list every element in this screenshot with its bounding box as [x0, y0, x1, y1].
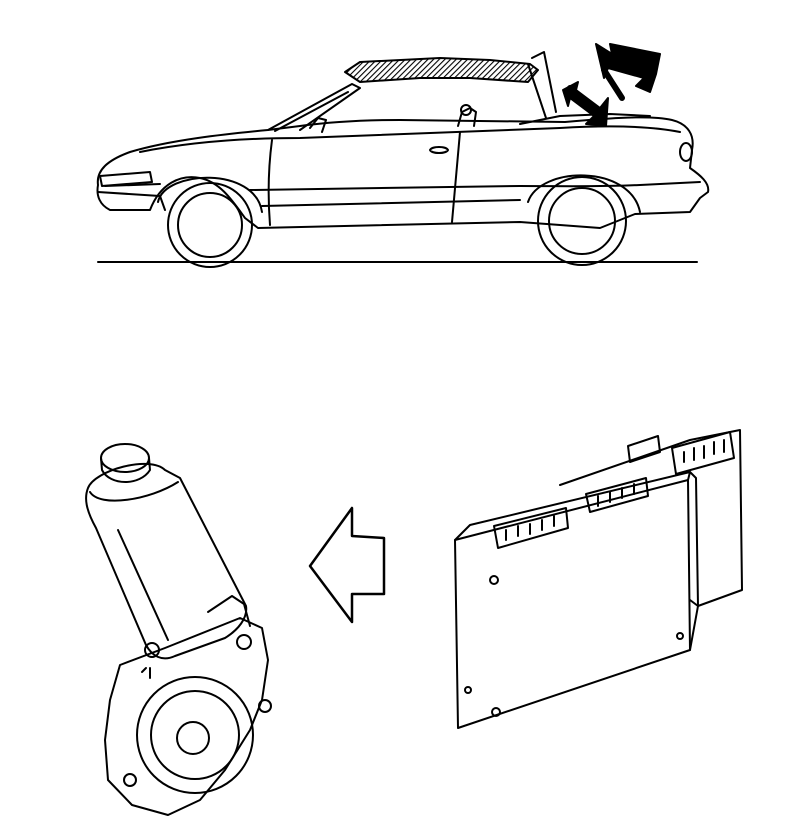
rear-connector [671, 431, 735, 475]
mounting-tab [627, 435, 661, 463]
rear-deck [519, 113, 651, 125]
double-arrow-icon [562, 43, 661, 127]
mount-hole-3 [258, 699, 272, 713]
arrow-stem-1 [601, 67, 625, 101]
motor-bracket [207, 595, 251, 627]
motor-housing-ridge [89, 481, 179, 502]
connector-1-pins [505, 515, 555, 541]
motor-housing [85, 462, 248, 660]
rocker-line [261, 199, 521, 207]
car-body [96, 116, 710, 229]
windshield [267, 83, 361, 131]
side-mirror [309, 117, 327, 133]
gear-housing [104, 617, 269, 816]
electric-motor [85, 443, 272, 816]
connector-2-pins [597, 483, 635, 507]
screw-2 [491, 707, 501, 717]
connector-2 [585, 477, 649, 513]
gear-flange-inner [150, 690, 240, 780]
control-module [454, 429, 743, 729]
left-outline-arrow-icon [308, 506, 386, 624]
front-wheel [167, 182, 253, 268]
connector-1 [493, 507, 569, 549]
motor-label [141, 667, 151, 679]
rear-connector-pins [683, 439, 725, 463]
taillight [679, 142, 693, 162]
module-front-face [454, 479, 691, 729]
motor-housing-edge [117, 529, 169, 641]
mount-hole-1 [144, 642, 160, 658]
mounting-plate [559, 429, 743, 607]
screw-1 [489, 575, 499, 585]
rear-wheel [537, 176, 627, 266]
beltline [139, 125, 681, 153]
convertible-car [96, 51, 710, 268]
module-side [689, 471, 699, 651]
module-top-face [454, 471, 691, 541]
mount-hole-4 [123, 773, 137, 787]
headlight [99, 171, 153, 187]
roof-frame [527, 51, 557, 119]
headrest [460, 104, 472, 116]
mount-hole-2 [236, 634, 252, 650]
windshield-frame [274, 91, 349, 132]
front-wheel-arch [157, 176, 263, 213]
screw-3 [464, 686, 472, 694]
arrow-stem-2 [567, 85, 603, 115]
motor-cap [100, 443, 150, 473]
motor-cap-body [100, 457, 151, 483]
door-outline [267, 131, 461, 226]
gear-flange [136, 676, 254, 794]
screw-4 [676, 632, 684, 640]
rear-wheel-arch [527, 174, 641, 213]
output-shaft [176, 721, 210, 755]
door-handle [429, 146, 449, 154]
soft-top-roof [344, 57, 539, 83]
